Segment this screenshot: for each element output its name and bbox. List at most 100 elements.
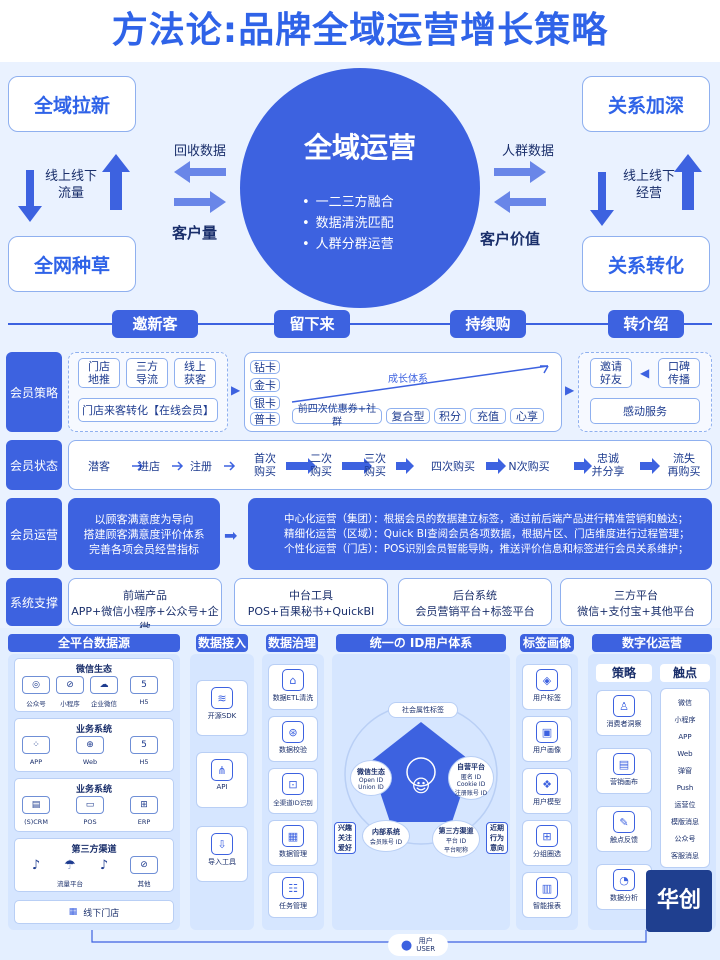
circle-item: 数据清洗匹配 xyxy=(302,213,394,234)
source-label: 公众号 xyxy=(26,700,46,708)
status-first-buy: 首次 购买 xyxy=(254,452,276,478)
touchpoint-item: 微信 xyxy=(678,699,692,707)
system-third: 三方平台 微信+支付宝+其他平台 xyxy=(560,578,712,626)
row-label-strategy: 会员策略 xyxy=(6,352,62,432)
stage-invite: 邀新客 xyxy=(112,310,198,338)
wecom-icon: ☁ xyxy=(90,676,118,694)
left-vertical-arrows xyxy=(18,154,130,222)
referral-invite: 邀请 好友 xyxy=(590,358,632,388)
gov-etl: ⌂ 数据ETL清洗 xyxy=(268,664,318,710)
status-loyal: 忠诚 并分享 xyxy=(591,452,625,478)
online-conversion: 门店来客转化【在线会员】 xyxy=(78,398,218,422)
touchpoint-item: 客服消息 xyxy=(671,852,699,860)
stage-referral: 转介绍 xyxy=(608,310,684,338)
status-third-buy: 三次 购买 xyxy=(364,452,386,478)
ops-guideline: 搭建顾客满意度评价体系 xyxy=(83,527,205,541)
ops-details: 中心化运营（集团）：根据会员的数据建立标签，通过前后端产品进行精准营销和触达； … xyxy=(248,498,712,570)
growth-curve xyxy=(291,365,549,403)
ops-detail: 精细化运营（区域）：Quick BI查阅会员各项数据，根据片区、门店维度进行过程… xyxy=(284,527,690,540)
label-people-data: 人群数据 xyxy=(501,144,554,159)
mini-program-icon: ⊘ xyxy=(56,676,84,694)
box-seeding: 全网种草 xyxy=(8,236,136,292)
col-governance: 数据治理 xyxy=(266,634,318,652)
consumer-icon: ♙ xyxy=(613,695,635,717)
page-title: 方法论:品牌全域运营增长策略 xyxy=(0,0,720,62)
touchpoint-head: 触点 xyxy=(660,664,710,682)
row-label-ops: 会员运营 xyxy=(6,498,62,570)
right-vertical-label: 线上线下经营 xyxy=(622,169,675,201)
touchpoint-list: 微信 小程序 APP Web 弹窗 Push 运营位 模版消息 公众号 客服消息 xyxy=(660,688,710,868)
report-icon: ▥ xyxy=(536,877,558,899)
touchpoint-item: 公众号 xyxy=(674,835,696,843)
tag-user-model: ❖ 用户模型 xyxy=(522,768,572,814)
arrow-left-icon: ◀ xyxy=(640,366,650,380)
arrow-right-icon: ▶ xyxy=(565,383,575,397)
task-icon: ☷ xyxy=(282,877,304,899)
col-tags: 标签画像 xyxy=(520,634,574,652)
offline-store: ▦线下门店 xyxy=(14,900,174,924)
row-label-status: 会员状态 xyxy=(6,440,62,490)
strategy-feedback: ✎ 触点反馈 xyxy=(596,806,652,852)
user-icon: ● xyxy=(400,937,413,953)
ops-guideline: 以顾客满意度为导向 xyxy=(94,512,194,526)
traffic-platform-icon: ☂ xyxy=(56,856,84,874)
touchpoint-item: 弹窗 xyxy=(678,767,692,775)
arrow-right-icon: ➡ xyxy=(224,526,238,545)
tier-regular: 普卡 xyxy=(250,412,280,426)
touchpoint-item: Push xyxy=(676,784,694,792)
source-label: H5 xyxy=(139,698,149,706)
circle-item: 一二三方融合 xyxy=(302,192,394,213)
official-account-icon: ◎ xyxy=(22,676,50,694)
tier-silver: 银卡 xyxy=(250,396,280,410)
h5-icon: 5 xyxy=(130,736,158,754)
entry-third-party: 三方 导流 xyxy=(126,358,168,388)
user-node: ● 用户 USER xyxy=(388,934,448,956)
touchpoint-item: 模版消息 xyxy=(671,818,699,826)
crm-icon: ▤ xyxy=(22,796,50,814)
tag-smart-report: ▥ 智能报表 xyxy=(522,872,572,918)
source-label: (S)CRM xyxy=(24,818,48,826)
row-label-system: 系统支撑 xyxy=(6,578,62,626)
strategy-head: 策略 xyxy=(596,664,652,682)
label-customer-value: 客户价值 xyxy=(480,230,541,248)
status-churn-rebuy: 流失 再购买 xyxy=(667,452,701,478)
source-label: 小程序 xyxy=(60,700,80,708)
circle-item: 人群分群运营 xyxy=(302,234,394,255)
global-ops-circle: 全域运营 一二三方融合 数据清洗匹配 人群分群运营 xyxy=(240,68,480,308)
id-self-node: 自营平台 匿名 ID Cookie ID 注册账号 ID xyxy=(448,756,494,800)
status-register: 注册 xyxy=(190,460,212,473)
box-acquire: 全域拉新 xyxy=(8,76,136,132)
right-vertical-arrows xyxy=(590,154,702,226)
arrow-right-icon: ▶ xyxy=(231,383,241,397)
touchpoint-item: APP xyxy=(678,733,692,741)
recent-behavior-tag: 近期行为意向 xyxy=(486,822,508,854)
touchpoint-item: 小程序 xyxy=(674,716,696,724)
canvas-icon: ▤ xyxy=(613,753,635,775)
strategy-insight: ♙ 消费者洞察 xyxy=(596,690,652,736)
user-group-icon: ☺ xyxy=(411,776,431,797)
database-icon: ▦ xyxy=(282,825,304,847)
status-arrows xyxy=(132,458,660,474)
benefit-recharge: 充值 xyxy=(470,408,506,424)
ingest-import: ⇩ 导入工具 xyxy=(196,826,248,882)
ops-guidelines: 以顾客满意度为导向 搭建顾客满意度评价体系 完善各项会员经营指标 xyxy=(68,498,220,570)
import-icon: ⇩ xyxy=(211,833,233,855)
status-prospect: 潜客 xyxy=(88,460,110,473)
ingest-api: ⋔ API xyxy=(196,752,248,808)
circle-title: 全域运营 xyxy=(303,131,416,164)
id-internal-node: 内部系统 会员账号 ID xyxy=(362,820,410,852)
col-data-sources: 全平台数据源 xyxy=(8,634,180,652)
app-icon: ⁘ xyxy=(22,736,50,754)
stage-repurchase: 持续购 xyxy=(450,310,526,338)
ingest-sdk: ≋ 开源SDK xyxy=(196,680,248,736)
gratitude-service: 感动服务 xyxy=(590,398,700,424)
growth-system-label: 成长体系 xyxy=(388,374,428,385)
touchpoint-item: 运营位 xyxy=(674,801,696,809)
ops-detail: 个性化运营（门店）：POS识别会员智能导购，推送评价信息和标签进行会员关系维护； xyxy=(284,542,689,555)
system-middle: 中台工具 POS+百果秘书+QuickBI xyxy=(234,578,388,626)
source-label: APP xyxy=(29,758,43,766)
status-track xyxy=(68,440,712,490)
grouping-icon: ⊞ xyxy=(536,825,558,847)
portrait-icon: ▣ xyxy=(536,721,558,743)
tiktok-icon: ♪ xyxy=(90,856,118,874)
